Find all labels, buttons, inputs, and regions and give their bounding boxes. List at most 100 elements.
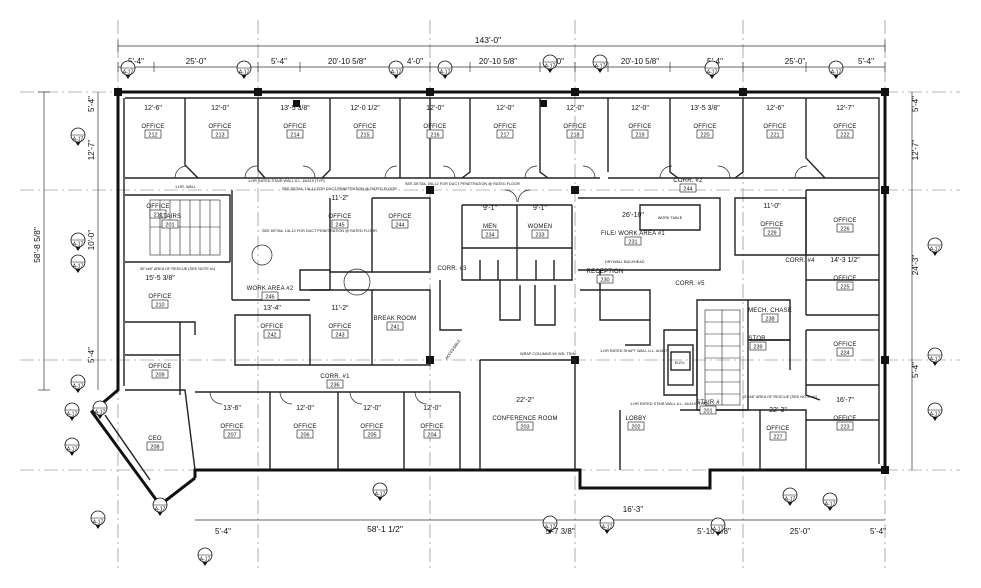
section-tag-label: A-17 (123, 70, 134, 76)
section-tag-label: A-17 (713, 527, 724, 533)
overall-depth: 58'-8 5/8" (32, 227, 42, 263)
room-corr-45: CORR. #5 (675, 281, 705, 287)
room-name: OFFICE (220, 424, 243, 430)
room-name: CORR. #4 (785, 258, 815, 264)
room-name: WOMEN (528, 224, 553, 230)
section-tag-label: A-17 (73, 384, 84, 390)
top-dim-5: 4'-0" (407, 57, 423, 66)
bottom-dim-2: 5'-7 3/8" (545, 527, 574, 536)
room-name: RECEPTION (587, 269, 624, 275)
room-name: MECH. CHASE (748, 308, 792, 314)
room-239-40: STOR.239 (748, 336, 768, 351)
room-244-42: CORR. #2 244 (673, 178, 703, 192)
room-number: 217 (500, 132, 509, 138)
room-201-38: STAIR #201 (696, 400, 720, 415)
room-dimension: 26'-10" (622, 212, 644, 219)
stair-treads-east (704, 309, 741, 406)
elevator-label: ELEV. (675, 361, 685, 365)
right-dim-2: 12'-7" (911, 140, 920, 161)
room-number: 211 (154, 212, 163, 218)
room-number: 229 (767, 230, 776, 236)
room-name: OFFICE (148, 364, 171, 370)
room-number: 226 (840, 226, 849, 232)
room-name: CORR. #5 (675, 281, 705, 287)
section-tag-label: A-17 (825, 502, 836, 508)
top-dim-11: 5'-4" (858, 57, 874, 66)
room-labels: OFFICE21212'-6"OFFICE21312'-0"OFFICE2141… (141, 105, 860, 451)
room-number: 241 (390, 324, 399, 330)
room-name: OFFICE (208, 124, 231, 130)
room-name: OFFICE (146, 204, 169, 210)
section-tag-label: A-17 (440, 70, 451, 76)
room-name: BREAK ROOM (374, 316, 417, 322)
section-tag-17: A-17 (927, 347, 943, 366)
section-tag-3: A-17 (388, 60, 404, 79)
bottom-dimension-strings: 5'-4" 58'-1 1/2" 5'-7 3/8" 16'-3" 5'-10 … (195, 505, 886, 536)
room-number: 218 (570, 132, 579, 138)
room-number: 233 (535, 232, 544, 238)
room-dimension: 13'-5 3/8" (690, 105, 720, 112)
room-name: OFFICE (353, 124, 376, 130)
room-name: OFFICE (328, 324, 351, 330)
section-tag-9: A-17 (70, 127, 86, 146)
section-tag-label: A-17 (93, 520, 104, 526)
exterior-walls (89, 90, 887, 508)
bottom-overall: 58'-1 1/2" (367, 524, 403, 534)
room-dimension: 13'-4" (263, 305, 281, 312)
room-dimension: 16'-7" (836, 397, 854, 404)
room-name: CORR. #2 (673, 178, 703, 184)
room-number: 244 (683, 186, 692, 192)
room-dimension: 12'-0 1/2" (350, 105, 380, 112)
stair-treads-west (149, 199, 221, 256)
top-dim-3: 5'-4" (271, 57, 287, 66)
section-tag-label: A-17 (239, 70, 250, 76)
room-dimension: 22'-3" (769, 407, 787, 414)
room-dimension: 13'-6" (223, 405, 241, 412)
section-tag-label: A-17 (95, 410, 106, 416)
room-number: 213 (215, 132, 224, 138)
room-name: STAIRS (159, 214, 181, 220)
note-work-table: WORK TABLE (658, 216, 683, 220)
section-tag-21: A-17 (599, 515, 615, 534)
left-dim-2: 12'-7" (87, 140, 96, 161)
section-tag-label: A-17 (73, 242, 84, 248)
room-name: MEN (483, 224, 497, 230)
room-dimension: 13'-5 3/8" (280, 105, 310, 112)
room-name: CORR. #1 (320, 374, 350, 380)
room-name: OFFICE (360, 424, 383, 430)
room-corr-43: CORR. #3 (437, 266, 467, 272)
left-dimension-strings: 58'-8 5/8" 5'-4" 12'-7" 10'-0" 5'-4" (32, 91, 99, 391)
section-tag-label: A-17 (200, 557, 211, 563)
room-name: CORR. #3 (437, 266, 467, 272)
room-241-23: BREAK ROOM 241 (374, 316, 417, 331)
top-dim-2: 25'-0" (186, 57, 207, 66)
room-number: 207 (227, 432, 236, 438)
room-number: 223 (840, 424, 849, 430)
room-number: 219 (635, 132, 644, 138)
room-dimension: 12'-0" (631, 105, 649, 112)
room-dimension: 12'-6" (766, 105, 784, 112)
room-dimension: 15'-5 3/8" (145, 275, 175, 282)
section-tag-16: A-17 (927, 237, 943, 256)
room-number: 230 (600, 277, 609, 283)
room-dimension: 11'-2" (331, 195, 349, 202)
room-number: 216 (430, 132, 439, 138)
room-number: 205 (367, 432, 376, 438)
section-tag-label: A-17 (930, 412, 941, 418)
room-name: OFFICE (763, 124, 786, 130)
note-area-rescue-2: 30"x48" AREA OF RESCUE (SEE NOTE #1) (742, 395, 818, 399)
section-tag-label: A-17 (545, 64, 556, 70)
section-tag-10: A-17 (70, 232, 86, 251)
